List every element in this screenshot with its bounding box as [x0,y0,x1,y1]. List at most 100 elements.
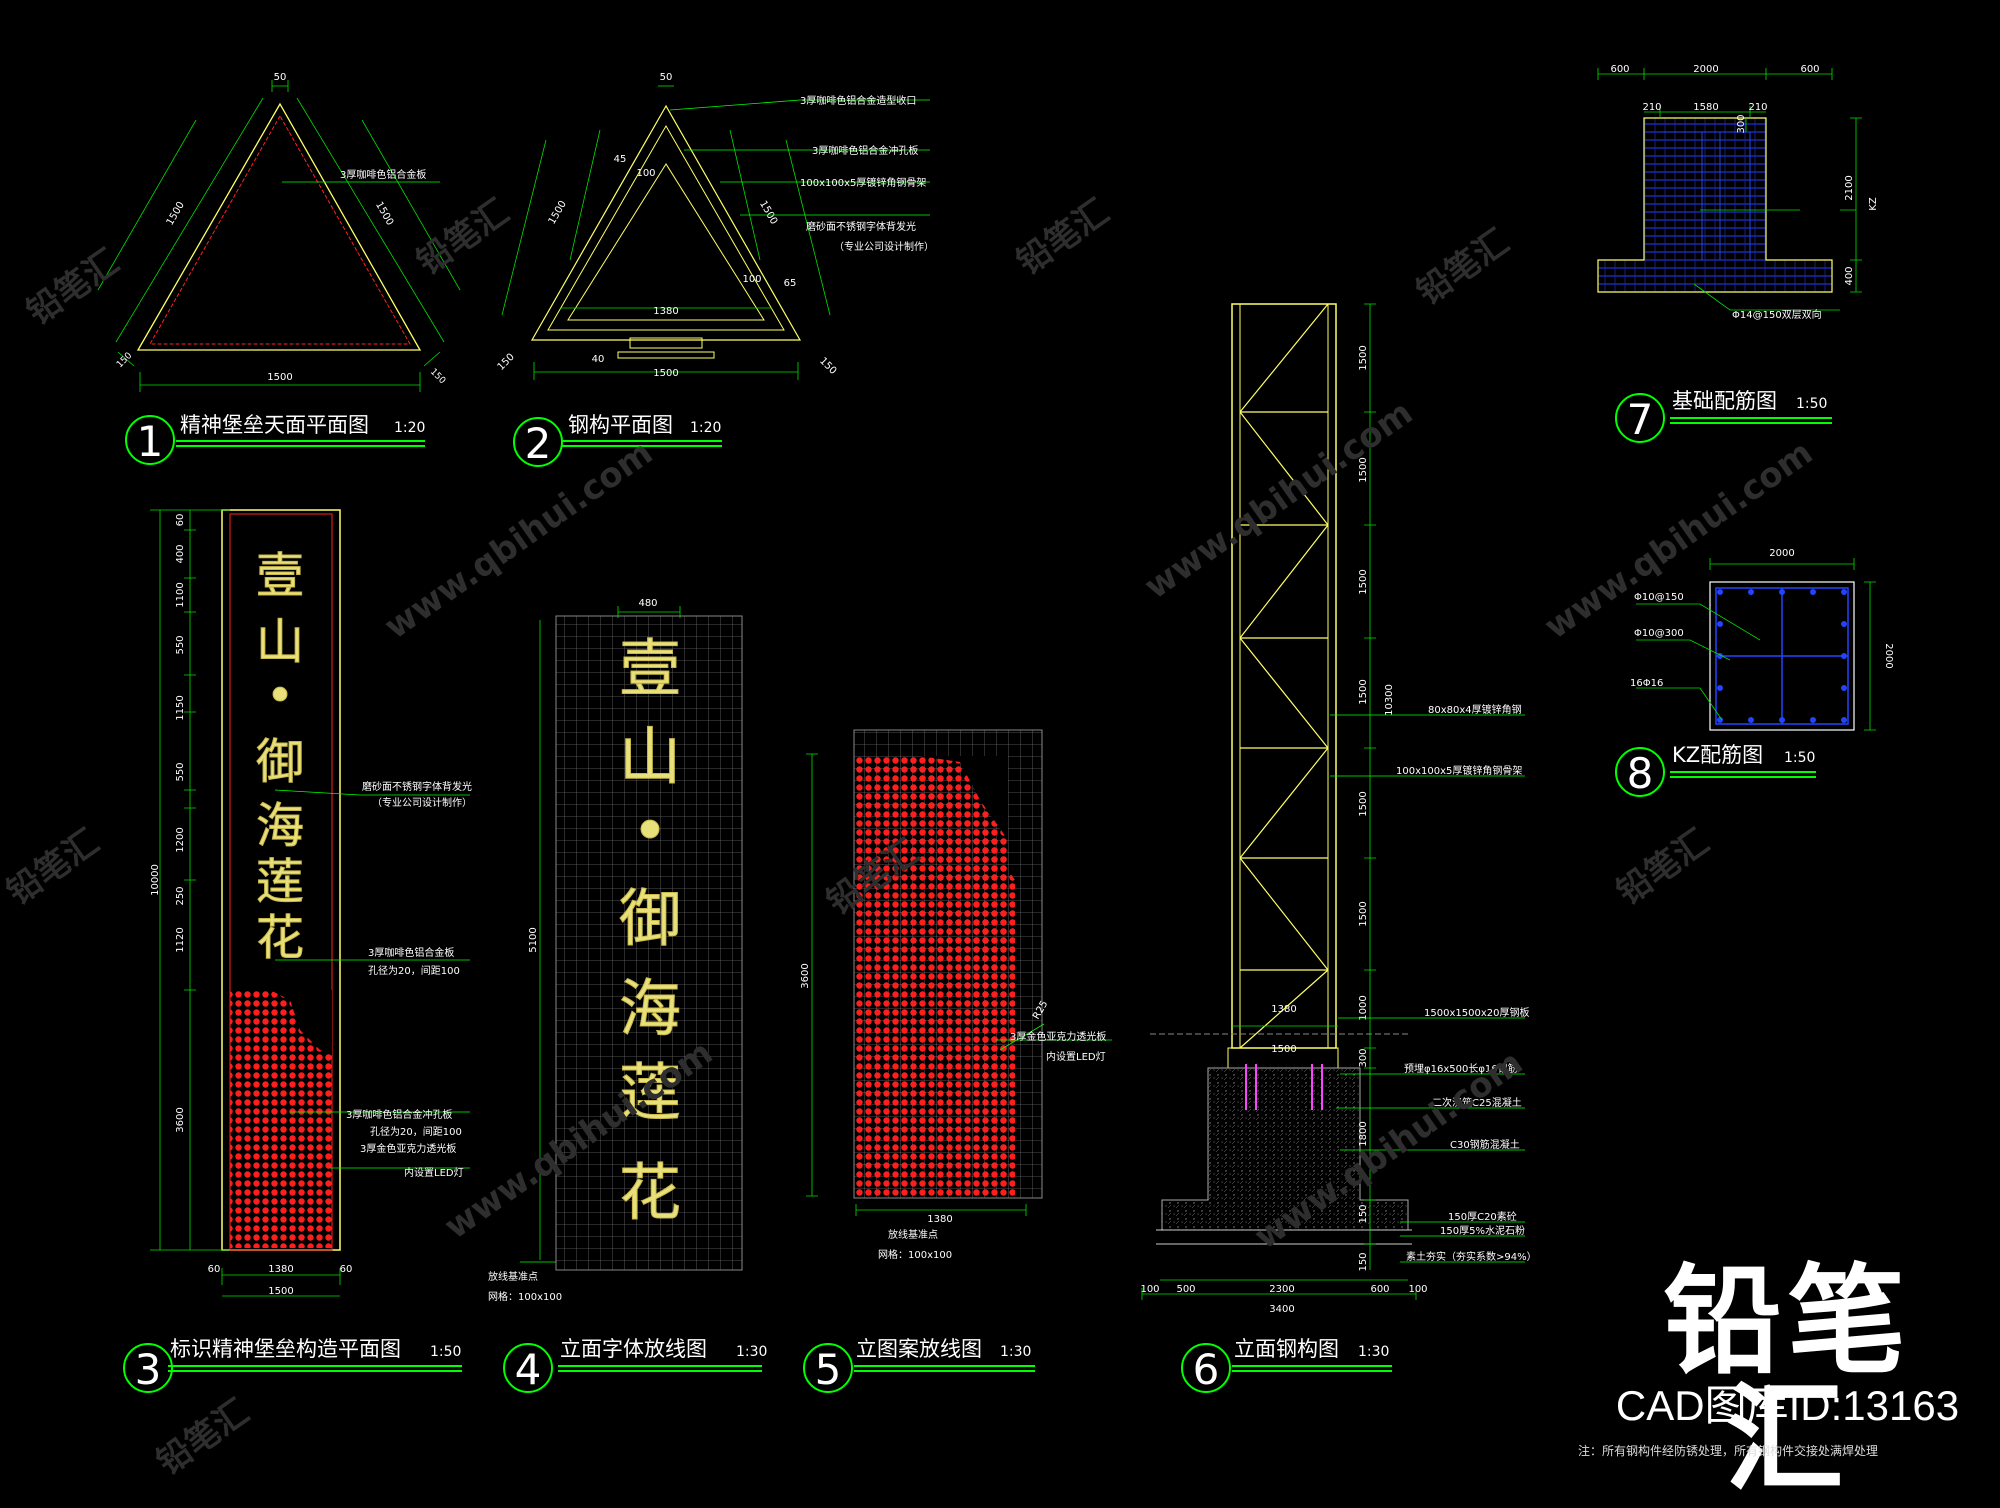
d4-scale: 1:30 [736,1344,767,1360]
drawing-5-pattern-grid: 3600 1380 放线基准点 网格：100x100 R25 3厚金色亚克力透光… [800,729,1112,1394]
d7-scale: 1:50 [1796,396,1827,412]
d6-seg-4: 1500 [1358,679,1369,704]
d7-inner-3: 210 [1748,102,1767,113]
d4-number: 4 [515,1345,542,1394]
d3-note-3: 3厚咖啡色铝合金板 [368,946,454,959]
d7-title: 基础配筋图 [1672,389,1777,413]
d3-note-8: 内设置LED灯 [404,1166,464,1179]
d6-seg-1: 1500 [1358,345,1369,370]
d6-note-8: 150厚5%水泥石粉 [1440,1224,1525,1237]
d3-seg-1: 60 [175,514,186,527]
d6-scale: 1:30 [1358,1344,1389,1360]
d3-total: 10000 [150,864,161,896]
d1-dim-right: 1500 [373,200,395,228]
drawing-1-roof-plan: 50 1500 1500 1500 150 150 3厚咖啡色铝合金板 1 精神… [97,72,461,466]
drawing-3-elevation: 壹 山 • 御 海 莲 花 60 400 1100 550 1150 550 1… [123,509,472,1394]
d4-title: 立面字体放线图 [560,1337,707,1361]
d6-foot-4: 150 [1358,1252,1369,1271]
d7-top-2: 2000 [1693,64,1718,75]
d1-dim-left: 1500 [165,200,187,228]
d5-scale: 1:30 [1000,1344,1031,1360]
d2-number: 2 [525,419,552,468]
d1-dim-base: 1500 [267,372,292,383]
d6-total: 10300 [1384,684,1395,716]
d6-title: 立面钢构图 [1234,1337,1339,1361]
d5-height: 3600 [800,963,811,988]
d2-note-5: （专业公司设计制作） [834,240,934,253]
d4-grid: 网格：100x100 [488,1290,562,1303]
d3-char-6: 莲 [256,854,304,910]
d3-bottom-1: 60 [208,1264,221,1275]
d6-seg-2: 1500 [1358,457,1369,482]
drawing-8-kz-rebar: 2000 2000 Φ10@150 Φ10@300 16Φ16 8 KZ配筋图 … [1615,548,1894,798]
d1-scale: 1:20 [394,420,425,436]
roof-triangle-outer [136,102,422,351]
d2-dim-left: 1500 [547,199,569,227]
d3-char-5: 海 [256,798,304,854]
d2-dim-45: 45 [614,154,627,165]
d3-seg-3: 1100 [175,582,186,607]
d7-300: 300 [1736,114,1747,133]
d3-seg-8: 250 [175,886,186,905]
d7-number: 7 [1627,395,1654,444]
d2-note-3: 100x100x5厚镀锌角钢骨架 [800,176,926,189]
d6-seg-7: 1000 [1358,995,1369,1020]
d2-dim-right: 1500 [757,199,779,227]
d3-bottom-2: 1380 [268,1264,293,1275]
d2-dim-inner: 1380 [653,306,678,317]
d3-note-7: 3厚金色亚克力透光板 [360,1142,456,1155]
d6-bottom-total: 3400 [1269,1304,1294,1315]
d6-plate-w2: 1500 [1271,1044,1296,1055]
d8-width: 2000 [1769,548,1794,559]
d5-note-1: 3厚金色亚克力透光板 [1010,1030,1106,1043]
d1-dim-top: 50 [274,72,287,83]
d2-corner-left: 150 [496,352,517,373]
d3-note-6: 孔径为20，间距100 [370,1125,462,1138]
d3-number: 3 [135,1345,162,1394]
d2-dim-100: 100 [636,168,655,179]
d4-char-3: • [632,794,669,867]
d1-number: 1 [137,417,164,466]
d5-title: 立图案放线图 [856,1337,982,1361]
drawing-4-font-grid: 壹 山 • 御 海 莲 花 480 5100 放线基准点 网格：100x100 … [488,598,767,1394]
drawing-7-foundation-rebar: 600 2000 600 210 1580 210 300 2100 400 K… [1597,64,1879,444]
d6-number: 6 [1193,1345,1220,1394]
d2-title: 钢构平面图 [568,413,673,437]
d3-title: 标识精神堡垒构造平面图 [170,1337,401,1361]
d6-seg-5: 1500 [1358,791,1369,816]
d3-seg-7: 1200 [175,827,186,852]
brand-logo: 铅笔汇 [1663,1252,1912,1508]
d5-width: 1380 [927,1214,952,1225]
d3-char-3: • [266,668,294,724]
d2-dim-base: 1500 [653,368,678,379]
d6-note-7: 150厚C20素砼 [1448,1210,1517,1223]
footnote: 注：所有钢构件经防锈处理，所有钢构件交接处满焊处理 [1578,1444,1879,1458]
d1-note: 3厚咖啡色铝合金板 [340,168,426,181]
d3-scale: 1:50 [430,1344,461,1360]
d4-char-7: 花 [619,1156,681,1229]
d3-char-4: 御 [256,734,304,790]
d2-dim-65: 65 [784,278,797,289]
d5-base: 放线基准点 [888,1228,938,1241]
d2-note-2: 3厚咖啡色铝合金冲孔板 [812,144,918,157]
d8-height: 2000 [1883,643,1894,668]
d3-seg-9: 1120 [175,927,186,952]
d6-note-3: 1500x1500x20厚钢板 [1424,1006,1529,1019]
d3-note-4: 孔径为20，间距100 [368,964,460,977]
d3-seg-4: 550 [175,635,186,654]
d8-note-2: Φ10@300 [1634,628,1684,639]
d3-char-1: 壹 [256,548,304,604]
d1-number-circle [125,415,175,465]
d6-seg-3: 1500 [1358,569,1369,594]
d4-char-1: 壹 [619,632,681,705]
d2-dim-top: 50 [660,72,673,83]
d3-seg-10: 3600 [175,1107,186,1132]
d6-bottom-2: 500 [1176,1284,1195,1295]
d7-kz: KZ [1868,197,1879,211]
d6-bottom-5: 100 [1408,1284,1427,1295]
d6-foot-1: 300 [1358,1048,1369,1067]
d6-foot-3: 150 [1358,1204,1369,1223]
d2-corner-right: 150 [817,356,838,377]
d2-dim-100b: 100 [742,274,761,285]
